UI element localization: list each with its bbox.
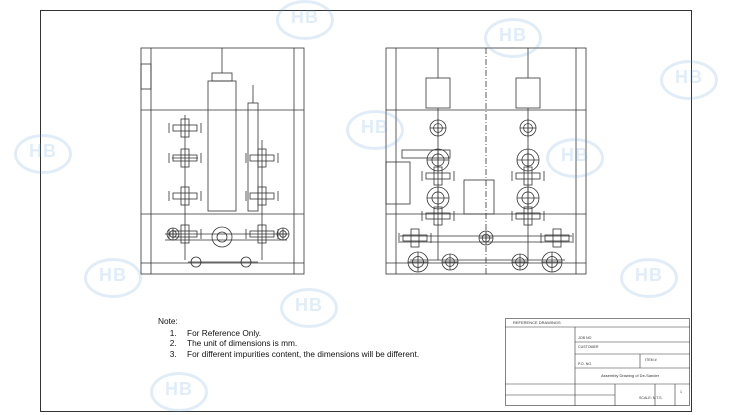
job-no-label: JOB NO xyxy=(578,336,592,340)
left-view xyxy=(140,47,305,275)
watermark-logo: HB xyxy=(546,138,604,178)
note-item: For Reference Only. xyxy=(179,328,419,339)
drawing-notes: Note: For Reference Only. The unit of di… xyxy=(158,316,419,360)
gate-valve xyxy=(515,212,541,220)
drawing-title: Assembly Drawing of De-Sander xyxy=(601,373,660,378)
customer-label: CUSTOMER xyxy=(578,345,599,349)
watermark-logo: HB xyxy=(346,110,404,150)
drawing-border xyxy=(40,10,692,412)
gate-valve xyxy=(515,172,541,180)
desander-vessel-a xyxy=(425,77,451,109)
gate-valve xyxy=(425,212,451,220)
watermark-logo: HB xyxy=(276,0,334,40)
desander-vessel-left xyxy=(207,80,237,212)
side-box xyxy=(140,63,152,90)
title-block-grid xyxy=(505,318,690,406)
watermark-logo: HB xyxy=(14,134,72,174)
item-label: ITEM # xyxy=(645,358,657,362)
watermark-logo: HB xyxy=(484,18,542,58)
center-manifold xyxy=(463,179,495,215)
watermark-logo: HB xyxy=(620,258,678,298)
notes-list: For Reference Only. The unit of dimensio… xyxy=(158,328,419,360)
watermark-logo: HB xyxy=(150,372,208,412)
notes-heading: Note: xyxy=(158,316,178,326)
crossover-pipe xyxy=(401,149,451,159)
gate-valve xyxy=(544,234,570,242)
manifold-hub xyxy=(211,226,233,248)
sheet-number: 1 xyxy=(680,390,682,394)
po-no-label: P.O. NO. xyxy=(578,362,593,366)
gate-valve xyxy=(425,172,451,180)
gate-valve xyxy=(402,234,428,242)
left-skid-frame xyxy=(140,47,305,275)
riser-pipe xyxy=(247,102,259,212)
title-block: REFERENCE DRAWINGS JOB NO CUSTOMER P.O. … xyxy=(505,318,690,406)
reference-drawings-heading: REFERENCE DRAWINGS xyxy=(513,320,561,325)
watermark-logo: HB xyxy=(660,60,718,100)
watermark-logo: HB xyxy=(84,258,142,298)
note-item: The unit of dimensions is mm. xyxy=(179,338,419,349)
watermark-logo: HB xyxy=(280,288,338,328)
note-item: For different impurities content, the di… xyxy=(179,349,419,360)
control-panel xyxy=(385,161,411,205)
desander-vessel-b xyxy=(515,77,541,109)
scale-label: SCALE: N.T.S. xyxy=(639,396,663,400)
